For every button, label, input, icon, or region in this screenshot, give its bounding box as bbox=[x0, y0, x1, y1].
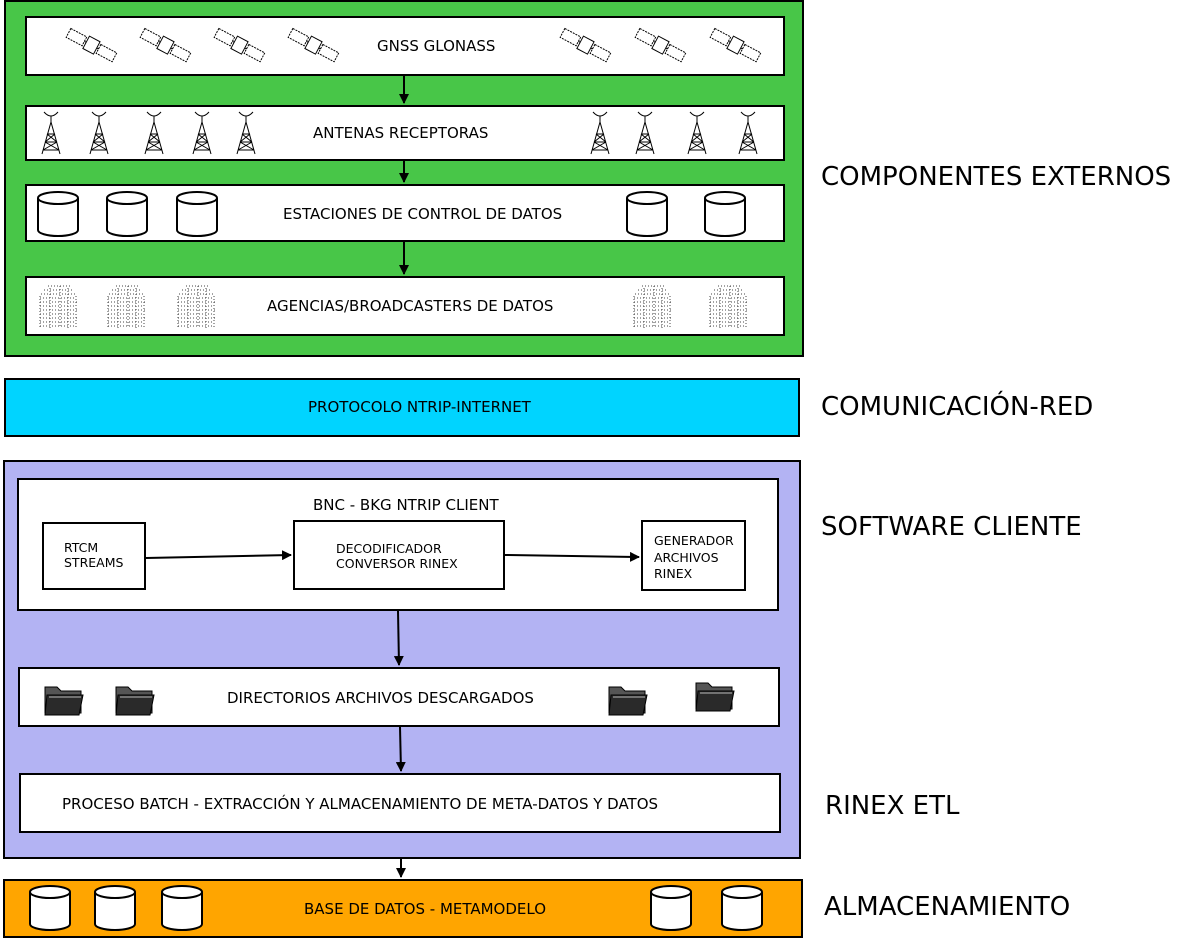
folder-icon bbox=[695, 682, 735, 712]
antenna-tower-icon bbox=[635, 111, 655, 155]
satellite-icon bbox=[559, 27, 612, 63]
data-document-icon bbox=[39, 285, 77, 328]
side-label-storage: ALMACENAMIENTO bbox=[824, 892, 1071, 922]
antenna-tower-icon bbox=[144, 111, 164, 155]
satellite-icon bbox=[634, 27, 687, 63]
decoder-box bbox=[293, 520, 505, 590]
directories-label: DIRECTORIOS ARCHIVOS DESCARGADOS bbox=[227, 689, 534, 707]
folder-icon bbox=[608, 686, 648, 716]
folder-icon bbox=[44, 686, 84, 716]
data-document-icon bbox=[177, 285, 215, 328]
antenna-tower-icon bbox=[687, 111, 707, 155]
database-cylinder-icon bbox=[650, 885, 692, 931]
generator-label-line1: GENERADOR bbox=[654, 533, 734, 548]
satellite-icon bbox=[709, 27, 762, 63]
satellite-icon bbox=[65, 27, 118, 63]
bnc-title: BNC - BKG NTRIP CLIENT bbox=[313, 496, 499, 514]
side-label-software-client: SOFTWARE CLIENTE bbox=[821, 512, 1082, 542]
antenna-tower-icon bbox=[738, 111, 758, 155]
arrow-decoder-to-generator bbox=[504, 551, 640, 562]
generator-label-line2: ARCHIVOS bbox=[654, 550, 719, 565]
antenna-tower-icon bbox=[89, 111, 109, 155]
batch-process-box bbox=[19, 773, 781, 833]
rtcm-label-line1: RTCM bbox=[64, 540, 99, 555]
side-label-network: COMUNICACIÓN-RED bbox=[821, 392, 1094, 422]
arrow-rtcm-to-decoder bbox=[145, 550, 292, 561]
data-document-icon bbox=[633, 285, 671, 328]
antennas-box bbox=[25, 105, 785, 161]
stations-label: ESTACIONES DE CONTROL DE DATOS bbox=[283, 205, 563, 223]
decoder-label-line2: CONVERSOR RINEX bbox=[336, 556, 458, 571]
data-document-icon bbox=[107, 285, 145, 328]
antenna-tower-icon bbox=[192, 111, 212, 155]
rinex-generator-box bbox=[641, 520, 746, 591]
satellite-icon bbox=[287, 27, 340, 63]
rtcm-label-line2: STREAMS bbox=[64, 555, 124, 570]
rtcm-streams-box bbox=[42, 522, 146, 590]
satellite-icon bbox=[213, 27, 266, 63]
database-cylinder-icon bbox=[704, 191, 746, 237]
network-section bbox=[4, 378, 800, 437]
side-label-rinex-etl: RINEX ETL bbox=[825, 791, 960, 821]
satellite-icon bbox=[139, 27, 192, 63]
gnss-label: GNSS GLONASS bbox=[377, 37, 496, 55]
antenna-tower-icon bbox=[590, 111, 610, 155]
database-cylinder-icon bbox=[626, 191, 668, 237]
database-cylinder-icon bbox=[37, 191, 79, 237]
database-cylinder-icon bbox=[161, 885, 203, 931]
arrow-bnc-to-directories bbox=[393, 610, 404, 666]
database-cylinder-icon bbox=[106, 191, 148, 237]
agencies-label: AGENCIAS/BROADCASTERS DE DATOS bbox=[267, 297, 554, 315]
side-label-external-components: COMPONENTES EXTERNOS bbox=[821, 162, 1172, 192]
database-cylinder-icon bbox=[176, 191, 218, 237]
folder-icon bbox=[115, 686, 155, 716]
generator-label-line3: RINEX bbox=[654, 566, 693, 581]
database-cylinder-icon bbox=[94, 885, 136, 931]
batch-process-label: PROCESO BATCH - EXTRACCIÓN Y ALMACENAMIE… bbox=[62, 795, 659, 813]
protocol-label: PROTOCOLO NTRIP-INTERNET bbox=[308, 398, 531, 416]
data-document-icon bbox=[709, 285, 747, 328]
antennas-label: ANTENAS RECEPTORAS bbox=[313, 124, 489, 142]
arrow-directories-to-batch bbox=[395, 726, 406, 772]
antenna-tower-icon bbox=[41, 111, 61, 155]
database-cylinder-icon bbox=[721, 885, 763, 931]
antenna-tower-icon bbox=[236, 111, 256, 155]
decoder-label-line1: DECODIFICADOR bbox=[336, 541, 442, 556]
database-label: BASE DE DATOS - METAMODELO bbox=[304, 900, 547, 918]
database-cylinder-icon bbox=[29, 885, 71, 931]
